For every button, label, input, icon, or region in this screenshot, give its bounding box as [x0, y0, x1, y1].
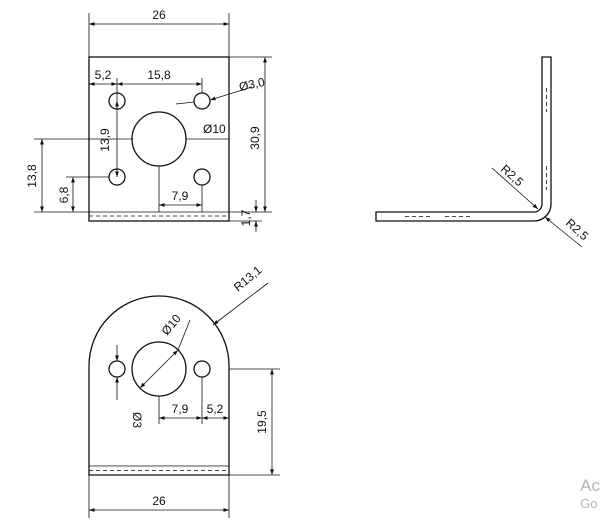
side-view: R2,5 R2,5: [375, 56, 591, 248]
dim-top-height: 19,5: [255, 410, 269, 434]
watermark-line-2: Go: [580, 496, 598, 512]
front-big-hole: [131, 111, 187, 167]
dim-inner-radius: R2,5: [498, 162, 526, 190]
front-hole-bottom-right: [193, 168, 211, 186]
top-hole-left: [108, 360, 126, 378]
front-view: 26 5,2 15,8 Ø3,0 13,9 Ø10 30,9 1,7 13,8: [25, 8, 272, 232]
top-view: R13,1 Ø10 Ø3 7,9 5,2 19,5 26: [88, 263, 280, 518]
watermark: Ac Go: [580, 476, 600, 512]
top-plate-outline: [88, 295, 230, 476]
top-hole-right: [193, 360, 211, 378]
dim-top-small-hole: Ø3: [130, 412, 144, 428]
dim-lower-hole-height: 13,8: [25, 164, 39, 188]
dim-offset-left: 5,2: [95, 68, 112, 82]
dim-center-offset: 7,9: [172, 189, 189, 203]
leader-arc-radius: [212, 282, 269, 326]
leader-small-hole: [209, 86, 253, 101]
dim-total-height: 30,9: [248, 126, 262, 150]
dim-hole-spacing: 15,8: [147, 68, 171, 82]
front-hole-top-right: [193, 92, 211, 110]
bracket-profile: [375, 56, 552, 222]
dim-top-big-hole-line: [139, 349, 179, 389]
dim-top-big-hole: Ø10: [159, 311, 185, 338]
dim-small-hole: Ø3,0: [238, 75, 267, 94]
dim-top-center-offset: 7,9: [172, 402, 189, 416]
dim-top-width: 26: [152, 494, 166, 508]
dim-center-height: 13,9: [98, 128, 112, 152]
leader-inner-radius: [491, 167, 539, 210]
dim-width: 26: [152, 8, 166, 22]
dim-thickness: 1,7: [239, 209, 253, 226]
dim-big-hole: Ø10: [203, 122, 226, 136]
dim-top-offset-right: 5,2: [207, 402, 224, 416]
dim-small-hole-height: 6,8: [57, 186, 71, 203]
watermark-line-1: Ac: [580, 476, 600, 495]
leader-outer-radius: [544, 216, 583, 248]
dim-outer-radius: R2,5: [563, 216, 591, 244]
